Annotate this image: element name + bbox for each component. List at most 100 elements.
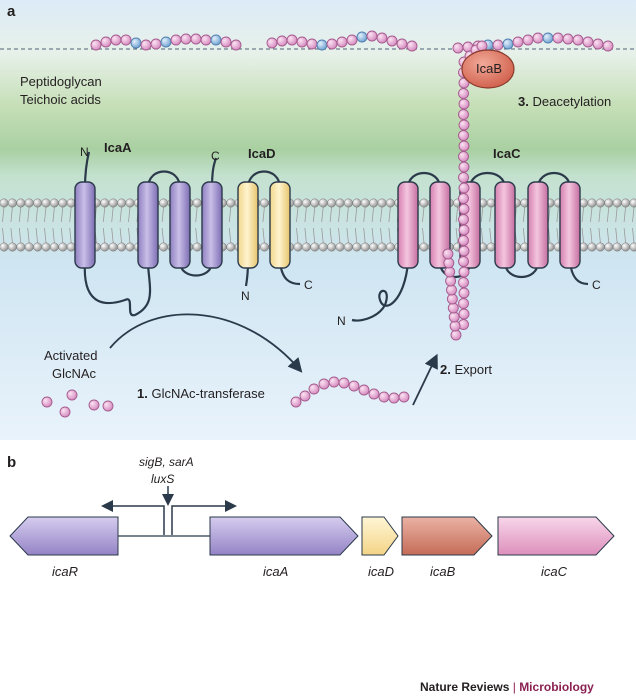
lipid-tail	[380, 206, 383, 223]
lipid-tail	[489, 206, 492, 223]
lipid-tail	[455, 206, 458, 223]
lipid-head	[66, 198, 76, 208]
glcnac-bead	[447, 302, 459, 314]
gene-label-icac: icaC	[541, 564, 568, 579]
glcnac-bead	[445, 275, 457, 287]
glcnac-bead	[458, 308, 470, 320]
lipid-head	[226, 198, 236, 208]
lipid-head	[385, 198, 395, 208]
lipid-tail	[119, 227, 122, 244]
lipid-tail	[363, 206, 366, 223]
icar-promoter-arrow	[101, 500, 165, 535]
lipid-head	[49, 198, 59, 208]
regulators-label-line1: sigB, sarA	[139, 455, 194, 469]
lipid-tail	[18, 206, 22, 223]
lipid-head	[587, 198, 597, 208]
glcnac-bead	[458, 287, 470, 299]
glcnac-bead	[552, 32, 564, 44]
wall-label-peptidoglycan: Peptidoglycan	[20, 74, 102, 89]
step-3-label: 3. Deacetylation	[518, 94, 611, 109]
lipid-tail	[161, 227, 164, 244]
glcnac-bead	[512, 36, 524, 48]
lipid-head	[125, 242, 135, 252]
lipid-tail	[615, 227, 618, 244]
lipid-head	[159, 242, 169, 252]
lipid-tail	[27, 206, 30, 223]
lipid-tail	[44, 206, 47, 223]
lipid-tail	[35, 227, 38, 244]
lipid-tail	[60, 227, 64, 244]
icaa-helix-2	[137, 181, 159, 269]
icaa-promoter-arrow	[171, 500, 237, 535]
deacetylated-bead	[542, 32, 554, 44]
lipid-head	[41, 242, 51, 252]
lipid-head	[24, 198, 34, 208]
glcnac-bead	[366, 30, 378, 42]
lipid-tail	[623, 206, 626, 223]
lipid-tail	[590, 227, 593, 244]
lipid-head	[595, 242, 605, 252]
lipid-head	[318, 242, 328, 252]
glcnac-bead	[458, 235, 469, 246]
lipid-tail	[606, 227, 610, 244]
lipid-head	[318, 198, 328, 208]
lipid-tail	[296, 227, 299, 244]
gene-label-icaa: icaA	[263, 564, 288, 579]
glcnac-bead	[458, 119, 470, 131]
glcnac-bead	[572, 34, 584, 46]
journal-credit: Nature Reviews | Microbiology	[420, 680, 594, 694]
icac-helix-2	[429, 181, 451, 269]
icac-helix-5	[527, 181, 549, 269]
lipid-head	[352, 242, 362, 252]
lipid-head	[100, 242, 110, 252]
lipid-tail	[338, 206, 341, 223]
glcnac-bead	[306, 38, 318, 50]
lipid-head	[41, 198, 51, 208]
lipid-tail	[581, 227, 584, 244]
lipid-tail	[102, 206, 106, 223]
protein-label-icad: IcaD	[248, 146, 275, 161]
lipid-head	[33, 198, 43, 208]
glcnac-bead	[66, 389, 78, 401]
glcnac-bead	[90, 39, 102, 51]
gene-arrow-icab	[401, 516, 493, 556]
icac-n-terminus-label: N	[337, 314, 346, 328]
glcnac-bead	[458, 298, 469, 309]
lipid-head	[192, 198, 202, 208]
glcnac-bead	[406, 40, 418, 52]
lipid-head	[301, 198, 311, 208]
glcnac-bead	[326, 38, 338, 50]
lipid-tail	[69, 227, 72, 244]
lipid-head	[259, 198, 269, 208]
glcnac-bead	[88, 399, 100, 411]
lipid-tail	[195, 206, 198, 223]
glcnac-bead	[448, 311, 460, 323]
lipid-tail	[18, 227, 22, 244]
lipid-head	[301, 242, 311, 252]
glcnac-bead	[328, 376, 340, 388]
transferase-arrow	[109, 313, 303, 373]
lipid-head	[335, 198, 345, 208]
glcnac-bead	[458, 172, 469, 183]
lipid-tail	[69, 206, 72, 223]
lipid-head	[259, 242, 269, 252]
lipid-head	[352, 198, 362, 208]
glcnac-bead	[140, 39, 152, 51]
icac-helix-1	[397, 181, 419, 269]
icaa-helix-3	[169, 181, 191, 269]
glcnac-bead	[532, 32, 544, 44]
glcnac-bead	[120, 34, 132, 46]
lipid-head	[293, 242, 303, 252]
lipid-tail	[52, 227, 55, 244]
icac-n-terminal	[351, 261, 410, 322]
glcnac-bead	[336, 36, 348, 48]
lipid-tail	[329, 206, 332, 223]
lipid-tail	[10, 227, 13, 244]
glcnac-bead	[358, 384, 370, 396]
glcnac-bead	[592, 38, 604, 50]
lipid-tail	[10, 206, 13, 223]
glcnac-bead	[348, 380, 360, 392]
lipid-tail	[321, 227, 324, 244]
lipid-head	[612, 198, 622, 208]
lipid-head	[629, 198, 636, 208]
